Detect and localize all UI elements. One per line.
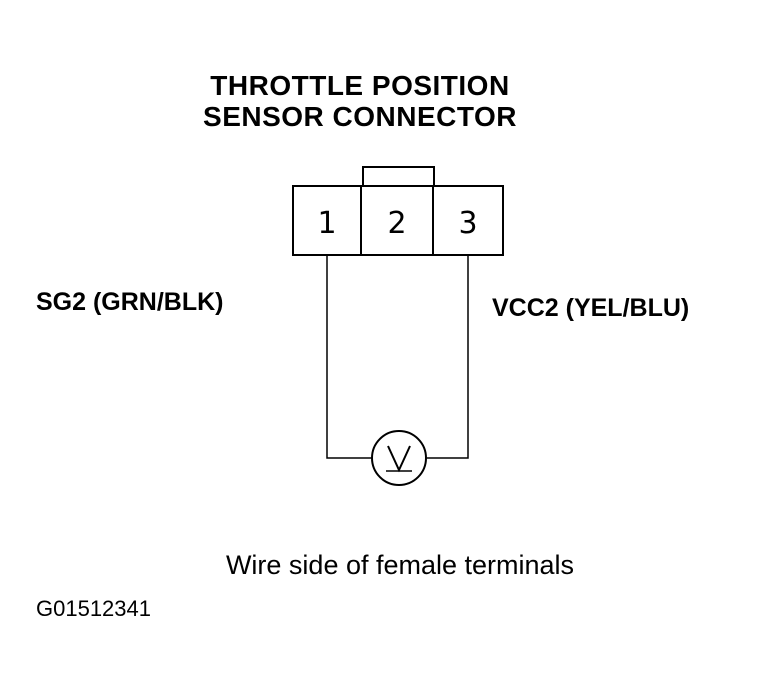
title-line-2: SENSOR CONNECTOR (203, 101, 517, 132)
voltmeter-icon (371, 430, 427, 486)
connector-latch (362, 166, 435, 186)
connector-body (292, 166, 504, 256)
connector-housing (292, 185, 504, 256)
voltmeter-v-glyph (387, 445, 411, 473)
diagram-caption: Wire side of female terminals (225, 550, 575, 580)
lead-wire-terminal-3 (427, 255, 469, 459)
voltmeter-circle (371, 430, 427, 486)
wire-label-vcc2: VCC2 (YEL/BLU) (492, 294, 690, 322)
figure-id: G01512341 (36, 596, 151, 621)
terminal-1-number: 1 (317, 206, 336, 241)
title-line-1: THROTTLE POSITION (210, 70, 510, 101)
wire-label-sg2: SG2 (GRN/BLK) (36, 288, 224, 316)
terminal-2-number: 2 (387, 206, 406, 241)
lead-wire-terminal-1 (326, 255, 372, 459)
terminal-3-number: 3 (458, 206, 477, 241)
